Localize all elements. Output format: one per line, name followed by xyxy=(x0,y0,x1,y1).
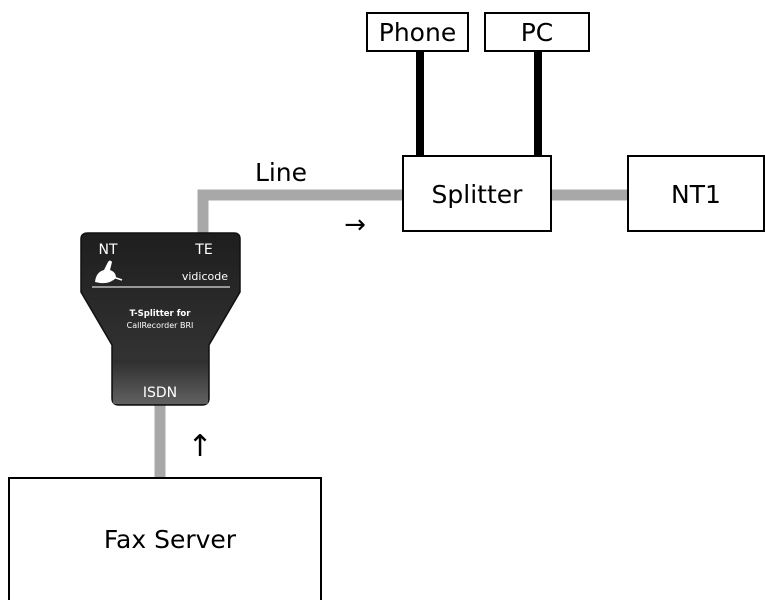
device-bottom-glow xyxy=(113,360,208,404)
port-te-label: TE xyxy=(194,242,212,258)
fax-server-label: Fax Server xyxy=(104,525,237,554)
port-isdn-label: ISDN xyxy=(143,385,177,401)
pc-label: PC xyxy=(521,18,554,47)
device-subname-label: CallRecorder BRI xyxy=(127,321,194,330)
t-splitter-device: NT TE vidicode T-Splitter for CallRecord… xyxy=(80,232,241,406)
fax-server-box: Fax Server xyxy=(8,477,322,600)
nt1-box: NT1 xyxy=(627,155,765,232)
splitter-box: Splitter xyxy=(402,155,552,232)
phone-box: Phone xyxy=(366,12,469,52)
splitter-label: Splitter xyxy=(432,180,524,209)
brand-label: vidicode xyxy=(182,270,228,283)
port-nt-label: NT xyxy=(98,242,117,258)
right-arrow: → xyxy=(344,210,366,240)
pc-box: PC xyxy=(484,12,590,52)
device-name-label: T-Splitter for xyxy=(130,309,192,319)
brand-logo-icon xyxy=(95,260,123,284)
phone-label: Phone xyxy=(379,18,456,47)
line-label: Line xyxy=(255,158,307,187)
nt1-label: NT1 xyxy=(671,180,721,209)
line-cable xyxy=(197,189,403,240)
up-arrow: ↑ xyxy=(187,429,212,464)
